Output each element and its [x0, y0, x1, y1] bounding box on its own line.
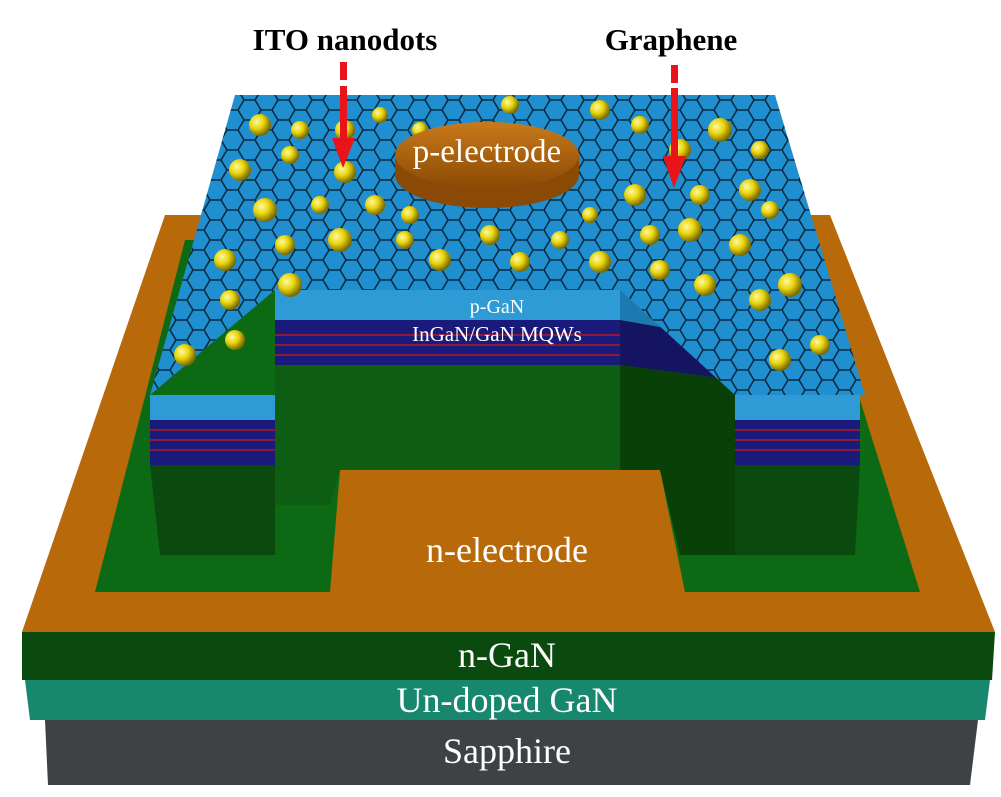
p-electrode-label: p-electrode [412, 134, 562, 170]
n-gan-label: n-GaN [458, 635, 556, 675]
graphene-label: Graphene [604, 22, 738, 57]
undoped-gan-layer [25, 680, 990, 720]
n-gan-layer [22, 632, 995, 680]
sapphire-layer [45, 720, 978, 785]
undoped-gan-label: Un-doped GaN [396, 680, 618, 720]
ito-nanodots-label: ITO nanodots [252, 22, 438, 57]
p-gan-label: p-GaN [469, 296, 525, 318]
n-electrode-label: n-electrode [426, 530, 588, 570]
mesa-body [150, 365, 860, 555]
sapphire-label: Sapphire [443, 731, 571, 771]
ito-arrow-icon [332, 62, 355, 168]
graphene-sheet [150, 95, 865, 395]
mqws-label: InGaN/GaN MQWs [412, 322, 582, 346]
ito-nanodots [174, 96, 830, 371]
graphene-arrow-icon [663, 65, 686, 188]
p-electrode [395, 122, 579, 208]
